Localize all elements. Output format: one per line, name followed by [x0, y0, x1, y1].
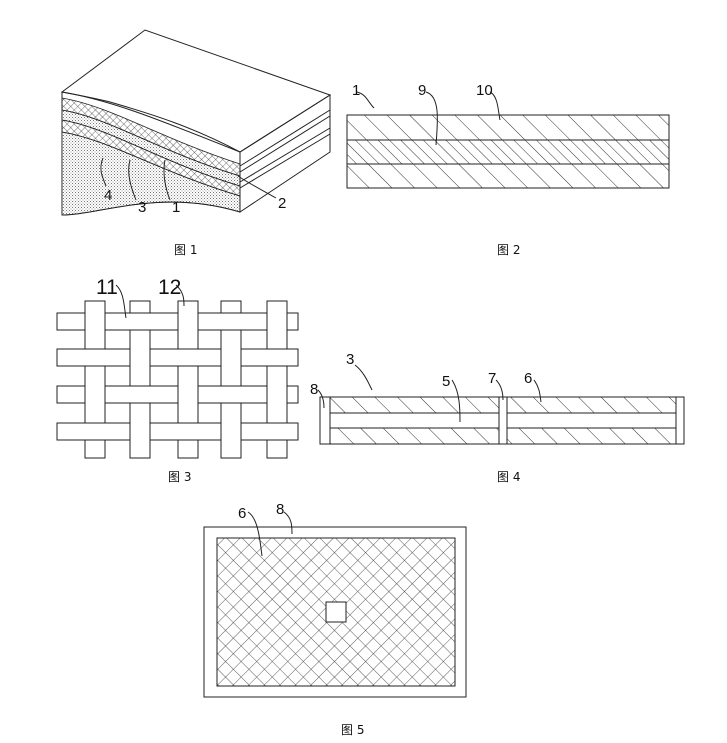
fig4-gap-7 — [498, 396, 508, 445]
fig3-weft-over — [129, 386, 151, 403]
fig3-weft-over — [266, 349, 288, 366]
figure-5: 6 8 图 5 — [203, 501, 467, 737]
fig2-layer-10-top — [346, 114, 670, 141]
fig3-warp-strand — [266, 300, 288, 459]
fig3-weave — [56, 300, 299, 459]
fig4-label-7: 7 — [488, 370, 496, 387]
fig4-label-8: 8 — [310, 381, 318, 398]
fig3-weft-over — [84, 423, 106, 440]
fig1-label-3: 3 — [138, 199, 146, 216]
fig2-layer-10-bottom — [346, 163, 670, 189]
fig3-label-12: 12 — [158, 276, 181, 299]
fig3-warp-strand — [177, 300, 199, 459]
fig3-warp-strand — [220, 300, 242, 459]
fig3-weft-over — [177, 349, 199, 366]
fig2-label-9: 9 — [418, 82, 426, 99]
figure-4: 3 5 7 6 8 图 4 — [310, 351, 685, 484]
fig1-label-2: 2 — [278, 195, 286, 212]
figure-3: 11 12 图 3 — [56, 276, 299, 484]
fig1-label-4: 4 — [104, 187, 112, 204]
fig3-warp-strand — [129, 300, 151, 459]
fig3-weft-over — [220, 313, 242, 330]
fig4-label-3: 3 — [346, 351, 354, 368]
fig1-layer-4-band — [61, 131, 241, 216]
fig3-weft-over — [129, 313, 151, 330]
fig4-label-6: 6 — [524, 370, 532, 387]
figure-2: 1 9 10 图 2 — [346, 82, 670, 257]
fig5-label-6: 6 — [238, 505, 246, 522]
fig1-label-1: 1 — [172, 199, 180, 216]
fig5-caption: 图 5 — [341, 723, 364, 737]
fig3-weft-over — [266, 423, 288, 440]
fig5-label-8: 8 — [276, 501, 284, 518]
fig5-center-square — [325, 601, 347, 623]
fig1-caption: 图 1 — [174, 243, 197, 257]
fig2-layer-9-middle — [346, 139, 670, 165]
fig2-label-1: 1 — [352, 82, 360, 99]
fig3-warp-strand — [84, 300, 106, 459]
fig4-caption: 图 4 — [497, 470, 520, 484]
fig3-caption: 图 3 — [168, 470, 191, 484]
fig2-label-10: 10 — [476, 82, 493, 99]
fig3-weft-over — [84, 349, 106, 366]
fig3-weft-over — [177, 423, 199, 440]
fig2-caption: 图 2 — [497, 243, 520, 257]
fig4-label-5: 5 — [442, 373, 450, 390]
figure-1: 4 3 1 2 图 1 — [60, 29, 332, 257]
fig3-label-11: 11 — [96, 276, 118, 299]
fig3-weft-over — [220, 386, 242, 403]
